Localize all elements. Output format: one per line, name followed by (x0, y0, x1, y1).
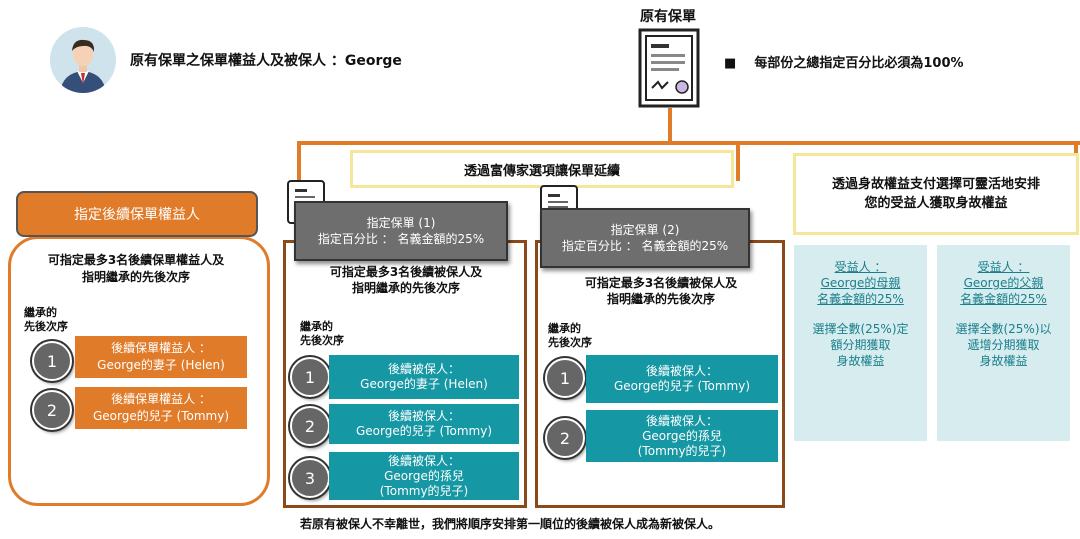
successor-insured-item: 後續被保人：George的孫兒(Tommy的兒子) (586, 410, 778, 462)
connector-line (1074, 141, 1078, 153)
successor-insured-item: 後續被保人：George的孫兒(Tommy的兒子) (329, 452, 519, 500)
avatar (50, 27, 116, 93)
policy-2-header: 指定保單 (2)指定百分比 ： 名義金額的25% (540, 208, 750, 268)
continue-policy-box: 透過富傳家選項讓保單延續 (350, 150, 734, 188)
beneficiary-mother-box: 受益人 ：George的母親名義金額的25% 選擇全數(25%)定額分期獲取身故… (794, 245, 927, 441)
order-label: 繼承的先後次序 (300, 320, 344, 347)
document-icon (638, 28, 702, 108)
death-benefit-box: 透過身故權益支付選擇可靈活地安排您的受益人獲取身故權益 (793, 153, 1079, 235)
order-number: 1 (290, 357, 330, 397)
person-icon (50, 27, 116, 93)
footer-note: 若原有被保人不幸離世，我們將順序安排第一順位的後續被保人成為新被保人。 (300, 517, 721, 531)
order-label: 繼承的先後次序 (548, 322, 592, 349)
successor-owner-item: 後續保單權益人 ：George的妻子 (Helen) (75, 336, 247, 378)
policy-1-desc: 可指定最多3名後續被保人及指明繼承的先後次序 (329, 265, 483, 295)
order-number: 2 (32, 390, 72, 430)
successor-insured-item: 後續被保人：George的妻子 (Helen) (329, 355, 519, 399)
original-policy-title: 原有保單 (640, 9, 696, 25)
successor-insured-item: 後續被保人：George的兒子 (Tommy) (586, 355, 778, 403)
order-number: 2 (545, 418, 585, 458)
connector-line (736, 141, 740, 181)
owner-text: 原有保單之保單權益人及被保人 ：George (130, 53, 402, 69)
percentage-rule-text: ■ 每部份之總指定百分比必須為100% (724, 56, 964, 71)
successor-owner-item: 後續保單權益人 ：George的兒子 (Tommy) (75, 387, 247, 429)
order-number: 2 (290, 406, 330, 446)
successor-owner-panel (8, 236, 270, 506)
order-number: 3 (290, 458, 330, 498)
successor-owner-desc: 可指定最多3名後續保單權益人及指明繼承的先後次序 (47, 253, 225, 284)
order-label: 繼承的先後次序 (24, 306, 68, 333)
order-number: 1 (545, 358, 585, 398)
connector-line (668, 108, 672, 144)
beneficiary-father-box: 受益人 ：George的父親名義金額的25% 選擇全數(25%)以遞增分期獲取身… (937, 245, 1070, 441)
connector-line (297, 141, 1080, 145)
successor-insured-item: 後續被保人：George的兒子 (Tommy) (329, 404, 519, 444)
policy-1-header: 指定保單 (1)指定百分比 ： 名義金額的25% (294, 201, 508, 261)
policy-2-desc: 可指定最多3名後續被保人及指明繼承的先後次序 (584, 276, 738, 306)
order-number: 1 (32, 341, 72, 381)
successor-owner-header: 指定後續保單權益人 (16, 191, 258, 237)
connector-line (297, 141, 301, 181)
